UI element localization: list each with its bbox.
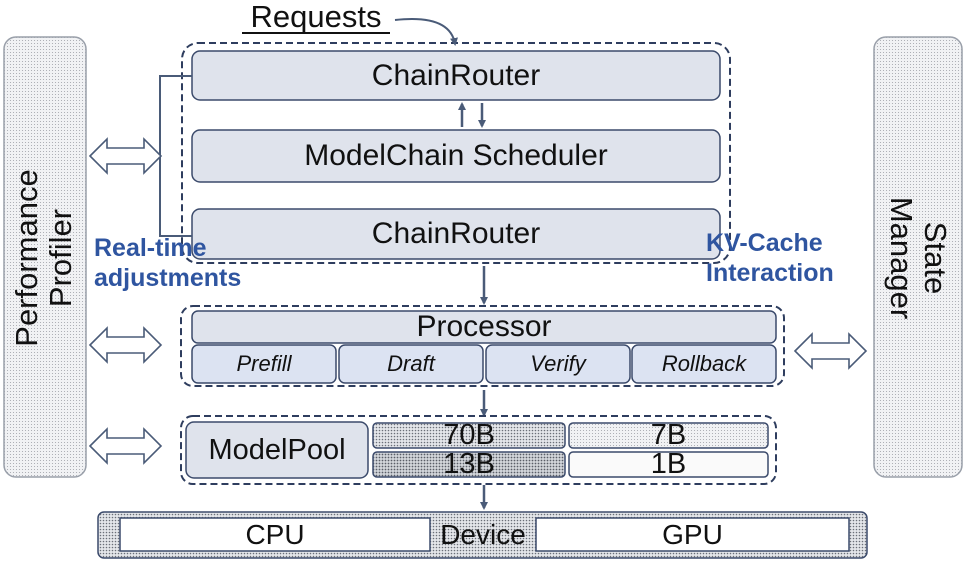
stage-verify-box: [485, 344, 631, 384]
scheduler-box: [191, 129, 721, 183]
processor-container: [180, 305, 785, 387]
chain-router-bottom-label: ChainRouter: [371, 217, 541, 250]
stage-rollback-label: Rollback: [661, 351, 747, 376]
stage-draft-box: [338, 344, 484, 384]
requests-label: Requests: [250, 0, 382, 34]
model-13b-label: 13B: [443, 447, 495, 480]
state-manager-label: State Manager: [884, 196, 953, 320]
model-pool-label: ModelPool: [208, 433, 346, 466]
model-70b-box: [372, 422, 566, 449]
stage-rollback-box: [631, 344, 777, 384]
cpu-label: CPU: [245, 518, 305, 550]
state-processor-arrow: [793, 332, 868, 370]
chain-router-bottom-box: [191, 208, 721, 260]
device-label: Device: [440, 518, 526, 550]
model-13b-box: [372, 451, 566, 478]
model-70b-label: 70B: [443, 418, 495, 451]
state-manager-panel: [873, 36, 963, 478]
model-7b-label: 7B: [650, 418, 687, 451]
processor-title: Processor: [416, 310, 552, 343]
profiler-pool-arrow: [88, 427, 163, 465]
profiler-scheduler-arrow: [88, 137, 163, 175]
cpu-box: [119, 517, 431, 552]
profiler-processor-arrow: [88, 326, 163, 364]
model-pool-title-box: [185, 421, 369, 479]
stage-prefill-box: [191, 344, 337, 384]
chain-router-top-label: ChainRouter: [371, 58, 541, 92]
performance-profiler-label: Performance Profiler: [9, 169, 78, 347]
stage-verify-label: Verify: [530, 351, 586, 376]
realtime-adjustments-label: Real-time adjustments: [94, 234, 242, 292]
feedback-bracket: [159, 75, 192, 237]
model-1b-label: 1B: [650, 447, 687, 480]
stage-prefill-label: Prefill: [236, 351, 292, 376]
requests-arrow: [394, 18, 458, 46]
scheduler-label: ModelChain Scheduler: [304, 139, 608, 172]
model-pool-container: [180, 415, 777, 485]
processor-title-box: [191, 310, 777, 344]
model-1b-box: [568, 451, 769, 478]
kv-cache-interaction-label: KV-Cache Interaction: [706, 229, 834, 287]
performance-profiler-panel: [3, 36, 87, 478]
gpu-label: GPU: [662, 518, 723, 550]
model-7b-box: [568, 422, 769, 449]
stage-draft-label: Draft: [387, 351, 435, 376]
gpu-box: [535, 517, 850, 552]
